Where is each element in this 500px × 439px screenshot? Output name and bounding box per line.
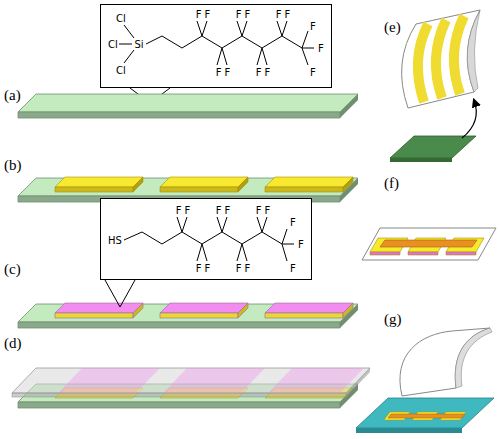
atom-symbol: Cl xyxy=(116,14,126,24)
atom-symbol: F F xyxy=(236,10,251,20)
atom-symbol: F F xyxy=(216,206,231,216)
atom-symbol: F F xyxy=(256,68,271,78)
callout-box: ClClSiClF FF FF FF FF FFFF xyxy=(100,4,332,88)
atom-symbol: F F xyxy=(196,264,211,274)
panel-label: (a) xyxy=(4,88,21,103)
panel-label: (e) xyxy=(384,20,401,35)
panel-label: (d) xyxy=(4,336,22,351)
atom-symbol: Si xyxy=(134,40,143,50)
atom-symbol: F xyxy=(310,68,316,78)
atom-symbol: F F xyxy=(196,10,211,20)
atom-symbol: F xyxy=(310,22,316,32)
callout-box: HS F F F F F F F F F F F F F xyxy=(100,198,312,280)
atom-symbol: F F xyxy=(176,206,191,216)
atom-symbol: F xyxy=(298,240,304,250)
atom-symbol: F F xyxy=(216,68,231,78)
panel-label: (b) xyxy=(4,158,22,173)
panel-label: (g) xyxy=(384,312,402,327)
atom-symbol: F xyxy=(318,44,324,54)
atom-symbol: Cl xyxy=(108,40,118,50)
atom-symbol: F F xyxy=(276,10,291,20)
atom-symbol: Cl xyxy=(116,66,126,76)
atom-symbol: F xyxy=(290,218,296,228)
atom-symbol: F F xyxy=(236,264,251,274)
panel-label: (f) xyxy=(384,176,399,191)
atom-symbol: HS xyxy=(108,236,122,246)
atom-symbol: F xyxy=(290,264,296,274)
atom-symbol: F F xyxy=(256,206,271,216)
panel-label: (c) xyxy=(4,262,21,277)
